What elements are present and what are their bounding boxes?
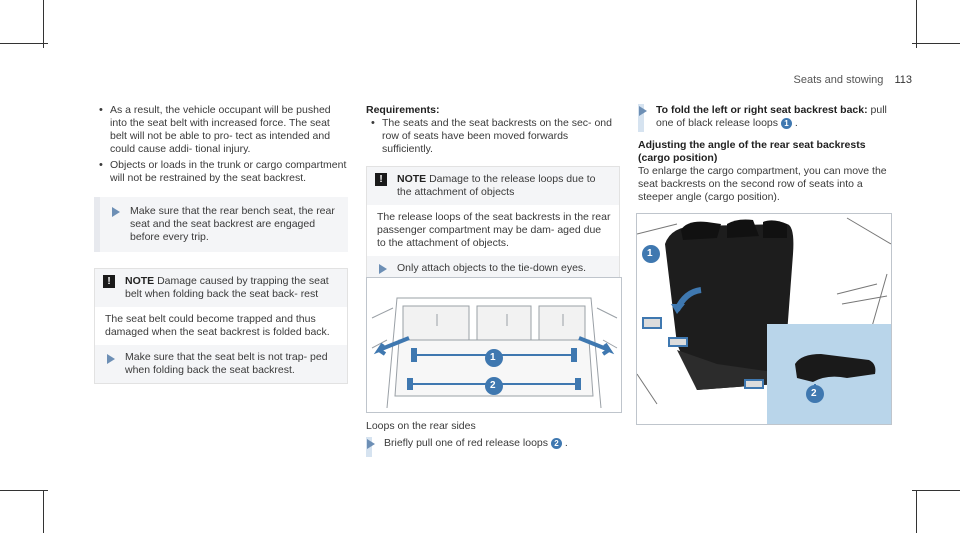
instruction-step: Make sure that the rear bench seat, the … bbox=[94, 197, 348, 252]
crop-mark bbox=[912, 490, 960, 491]
step-bar bbox=[638, 104, 644, 132]
step-text: Make sure that the seat belt is not trap… bbox=[125, 351, 328, 376]
note-body: The release loops of the seat backrests … bbox=[377, 211, 611, 249]
step-text: Briefly pull one of red release loops bbox=[384, 437, 549, 449]
figure-cargo-loops: 1 2 bbox=[366, 277, 622, 413]
column-right: To fold the left or right seat backrest … bbox=[638, 104, 892, 204]
note-box: ! NOTE Damage to the release loops due t… bbox=[366, 166, 620, 282]
instruction-step: To fold the left or right seat backrest … bbox=[638, 104, 892, 132]
bullet-dot: • bbox=[371, 117, 375, 129]
step-arrow-icon bbox=[367, 439, 375, 449]
crop-mark bbox=[0, 490, 48, 491]
paragraph: To enlarge the cargo compartment, you ca… bbox=[638, 165, 887, 203]
figure-label-1: 1 bbox=[647, 248, 653, 259]
bullet-text: The seats and the seat backrests on the … bbox=[382, 117, 612, 155]
seat-illustration bbox=[637, 214, 891, 424]
crop-mark bbox=[916, 0, 917, 48]
step-text: Make sure that the rear bench seat, the … bbox=[130, 205, 335, 243]
bullet-item: • Objects or loads in the trunk or cargo… bbox=[94, 159, 348, 185]
step-bold-text: To fold the left or right seat backrest … bbox=[656, 104, 868, 116]
section-heading: Adjusting the angle of the rear seat bac… bbox=[638, 139, 866, 164]
bullet-text: As a result, the vehicle occupant will b… bbox=[110, 104, 331, 155]
crop-mark bbox=[916, 490, 917, 533]
bullet-text: Objects or loads in the trunk or cargo c… bbox=[110, 159, 347, 184]
instruction-step: Make sure that the seat belt is not trap… bbox=[95, 345, 347, 383]
callout-number: 1 bbox=[780, 117, 792, 129]
step-text: pull one of black release loops bbox=[656, 104, 887, 129]
callout-number: 2 bbox=[550, 437, 562, 449]
bullet-dot: • bbox=[99, 159, 103, 171]
figure-caption: Loops on the rear sides bbox=[366, 420, 476, 432]
crop-mark bbox=[912, 43, 960, 44]
note-label: NOTE bbox=[397, 173, 427, 185]
figure-label-2: 2 bbox=[490, 380, 496, 391]
figure-label-2: 2 bbox=[811, 388, 817, 399]
page-header: Seats and stowing 113 bbox=[794, 74, 913, 86]
figure-label-1: 1 bbox=[490, 352, 496, 363]
note-label: NOTE bbox=[125, 275, 155, 287]
note-body: The seat belt could become trapped and t… bbox=[105, 313, 330, 338]
note-header: ! NOTE Damage to the release loops due t… bbox=[367, 167, 619, 205]
step-arrow-icon bbox=[639, 106, 647, 116]
column-middle: Requirements: • The seats and the seat b… bbox=[366, 104, 620, 282]
cargo-illustration bbox=[367, 278, 621, 412]
note-title: Damage caused by trapping the seat belt … bbox=[125, 275, 329, 300]
crop-mark bbox=[0, 43, 48, 44]
step-arrow-icon bbox=[112, 207, 120, 217]
figure-seat-backrest: 1 2 bbox=[636, 213, 892, 425]
note-title: Damage to the release loops due to the a… bbox=[397, 173, 596, 198]
bullet-dot: • bbox=[99, 104, 103, 116]
exclamation-icon: ! bbox=[103, 275, 115, 288]
exclamation-icon: ! bbox=[375, 173, 387, 186]
figure-caption-block: Loops on the rear sides bbox=[366, 420, 620, 433]
bullet-item: • As a result, the vehicle occupant will… bbox=[94, 104, 348, 156]
requirements-heading: Requirements: bbox=[366, 104, 440, 116]
bullet-item: • The seats and the seat backrests on th… bbox=[366, 117, 620, 156]
instruction-step: Only attach objects to the tie-down eyes… bbox=[367, 256, 619, 281]
step-arrow-icon bbox=[107, 354, 115, 364]
note-box: ! NOTE Damage caused by trapping the sea… bbox=[94, 268, 348, 384]
note-header: ! NOTE Damage caused by trapping the sea… bbox=[95, 269, 347, 307]
crop-mark bbox=[43, 490, 44, 533]
column-left: • As a result, the vehicle occupant will… bbox=[94, 104, 348, 384]
page-number: 113 bbox=[894, 74, 912, 86]
crop-mark bbox=[43, 0, 44, 48]
step-text: Only attach objects to the tie-down eyes… bbox=[397, 262, 587, 274]
section-title: Seats and stowing bbox=[793, 74, 884, 86]
step-arrow-icon bbox=[379, 264, 387, 274]
instruction-step: Briefly pull one of red release loops 2 … bbox=[366, 437, 620, 457]
